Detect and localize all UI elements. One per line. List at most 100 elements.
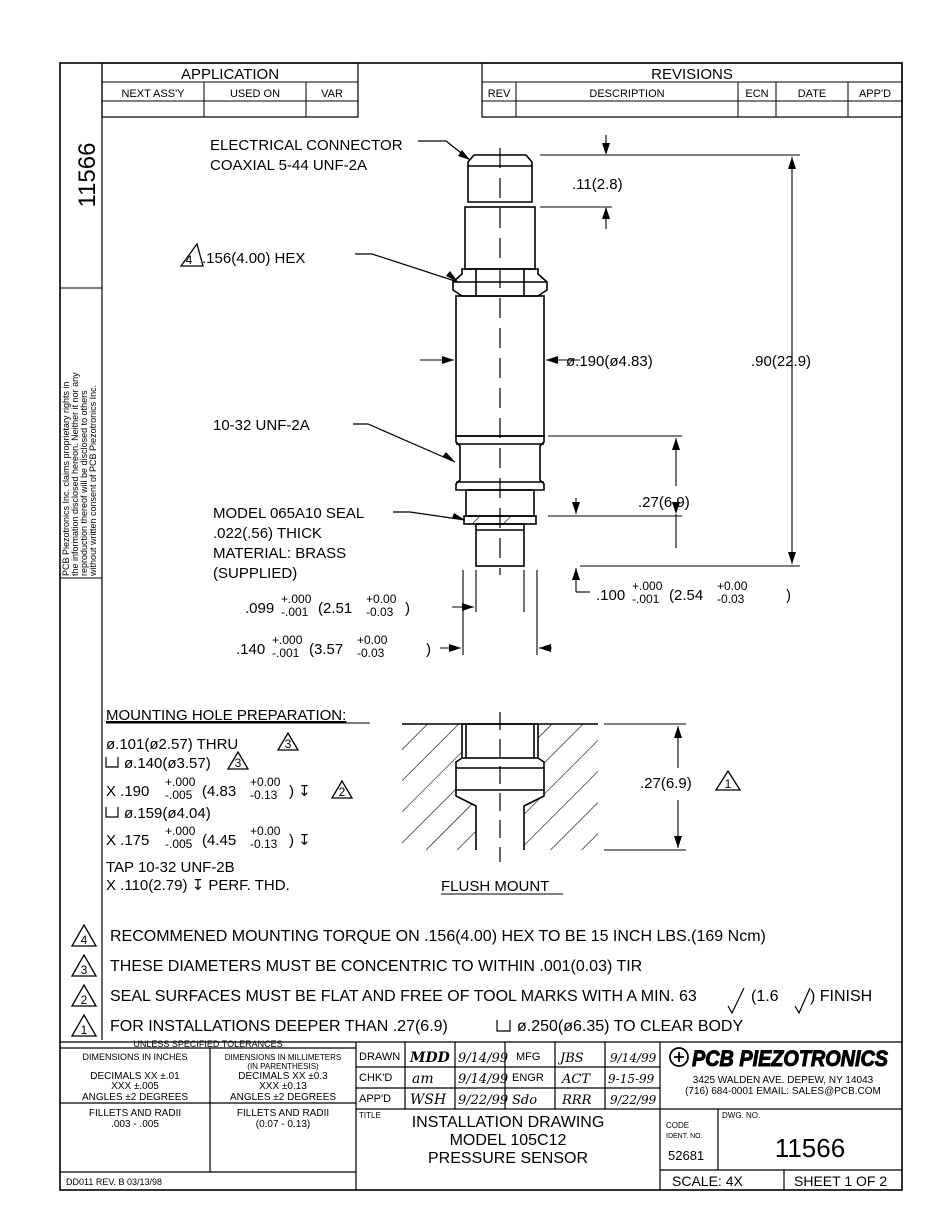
rev-col-appd: APP'D [859, 88, 891, 100]
svg-text:(4.83: (4.83 [202, 783, 236, 800]
revisions-table: REVISIONS REV DESCRIPTION ECN DATE APP'D [481, 62, 903, 118]
svg-text:+.000: +.000 [165, 775, 196, 789]
svg-text:(1.6: (1.6 [751, 988, 779, 1005]
svg-text:(4.45: (4.45 [202, 832, 236, 849]
svg-text:3: 3 [81, 963, 88, 977]
svg-text:THESE DIAMETERS MUST BE CO: THESE DIAMETERS MUST BE CONCENTRIC TO WI… [110, 958, 642, 975]
svg-text:4: 4 [186, 253, 193, 267]
mounting-line-5: X .175 +.000 -.005 (4.45 +0.00 -0.13 ) ↧ [106, 824, 311, 851]
note-3: 3 THESE DIAMETERS MUST BE CONCENTRIC TO … [70, 953, 642, 977]
dim-diameter: ø.190(ø4.83) [566, 353, 653, 370]
seal-label-2: .022(.56) THICK [213, 525, 322, 542]
dim-099: .099 +.000 -.001 (2.51 +0.00 -0.03 ) [245, 592, 410, 619]
rev-col-desc: DESCRIPTION [589, 88, 664, 100]
mounting-line-7: X .110(2.79) ↧ PERF. THD. [106, 877, 290, 894]
company-address-1: 3425 WALDEN AVE. DEPEW, NY 14043 [693, 1075, 874, 1086]
tol-heading: UNLESS SPECIFIED TOLERANCES [133, 1039, 282, 1049]
seal-label-1: MODEL 065A10 SEAL [213, 505, 364, 522]
svg-text:-0.13: -0.13 [250, 837, 278, 851]
tol-mm-dec-2: XXX ±0.13 [259, 1081, 307, 1092]
svg-text:) FINISH: ) FINISH [810, 988, 872, 1005]
engr-date: 9-15-99 [608, 1072, 655, 1086]
svg-text:+.000: +.000 [281, 592, 312, 606]
dim-140: .140 +.000 -.001 (3.57 +0.00 -0.03 ) [236, 633, 431, 660]
arrowheads [442, 150, 470, 520]
svg-text:X .175: X .175 [106, 832, 149, 849]
app-col-var: VAR [321, 88, 343, 100]
appd-label: APP'D [359, 1093, 391, 1105]
svg-text:1: 1 [725, 777, 732, 791]
note-4: 4 RECOMMENED MOUNTING TORQUE ON .156(4.0… [70, 923, 766, 947]
title-block-grid [60, 1041, 902, 1190]
proprietary-notice: PCB Piezotronics Inc. claims proprietary… [61, 372, 98, 577]
svg-text:1: 1 [81, 1023, 88, 1037]
svg-text:3: 3 [235, 756, 242, 770]
mfg-date: 9/14/99 [610, 1051, 657, 1065]
svg-text:+0.00: +0.00 [250, 775, 281, 789]
svg-text:+0.00: +0.00 [250, 824, 281, 838]
dim-100: .100 +.000 -.001 (2.54 +0.00 -0.03 ) [596, 579, 791, 606]
hex-note-flag: 4 [179, 242, 204, 267]
rev-col-date: DATE [798, 88, 827, 100]
company-address-2: (716) 684-0001 EMAIL: SALES@PCB.COM [685, 1086, 881, 1097]
connector-label-1: ELECTRICAL CONNECTOR [210, 137, 403, 154]
svg-text:-0.03: -0.03 [717, 592, 745, 606]
svg-text:-.005: -.005 [165, 788, 193, 802]
flag-1a: 1 [714, 769, 742, 791]
tol-mm-fillet-1: FILLETS AND RADII [237, 1108, 329, 1119]
drawn-by: MDD [409, 1050, 451, 1066]
svg-text:-0.03: -0.03 [357, 646, 385, 660]
appd-by-3: RRR [561, 1093, 592, 1108]
flag-3b: 3 [226, 750, 250, 770]
dim-connector: .11(2.8) [572, 176, 623, 193]
connector-label-2: COAXIAL 5-44 UNF-2A [210, 157, 367, 174]
dimension-arrows [442, 143, 796, 652]
svg-text:-.001: -.001 [632, 592, 660, 606]
svg-text:-.005: -.005 [165, 837, 193, 851]
svg-text:ø.250(ø6.35) TO CLEAR BODY: ø.250(ø6.35) TO CLEAR BODY [517, 1018, 743, 1035]
scale: SCALE: 4X [672, 1173, 743, 1189]
dwg-no: 11566 [775, 1133, 845, 1163]
title-line-2: MODEL 105C12 [450, 1132, 567, 1149]
flush-dim: .27(6.9) [640, 775, 692, 792]
mfg-by: JBS [557, 1051, 584, 1066]
company-name: PCB PIEZOTRONICS [692, 1046, 888, 1071]
svg-text:-0.03: -0.03 [366, 605, 394, 619]
svg-text:+0.00: +0.00 [717, 579, 748, 593]
engr-label: ENGR [512, 1072, 544, 1084]
svg-text:+.000: +.000 [632, 579, 663, 593]
application-title: APPLICATION [181, 66, 279, 83]
mounting-line-3: X .190 +.000 -.005 (4.83 +0.00 -0.13 ) ↧ [106, 775, 311, 802]
svg-text:3: 3 [285, 737, 292, 751]
flush-mount-section [402, 712, 686, 862]
code-label-2: IDENT. NO. [666, 1133, 703, 1140]
tol-mm-ang: ANGLES ±2 DEGREES [230, 1092, 336, 1103]
svg-text:(2.54: (2.54 [669, 587, 703, 604]
hex-label: .156(4.00) HEX [202, 250, 305, 267]
side-dwg-number: 11566 [74, 143, 101, 208]
svg-text:+0.00: +0.00 [366, 592, 397, 606]
svg-text:-0.13: -0.13 [250, 788, 278, 802]
form-number: DD011 REV. B 03/13/98 [66, 1177, 162, 1187]
svg-text:) ↧: ) ↧ [289, 783, 311, 800]
dim-thread-length: .27(6.9) [638, 494, 690, 511]
leaders [353, 140, 471, 521]
code-ident: 52681 [668, 1148, 704, 1163]
note-2: 2 SEAL SURFACES MUST BE FLAT AND FREE OF… [70, 983, 872, 1015]
svg-text:.100: .100 [596, 587, 625, 604]
mounting-title: MOUNTING HOLE PREPARATION: [106, 707, 346, 724]
seal-label-4: (SUPPLIED) [213, 565, 297, 582]
svg-text:PCB Piezotronics Inc. claims p: PCB Piezotronics Inc. claims proprietary… [61, 381, 71, 576]
seal-label-3: MATERIAL: BRASS [213, 545, 346, 562]
note-1: 1 FOR INSTALLATIONS DEEPER THAN .27(6.9)… [70, 1013, 743, 1037]
svg-text:) ↧: ) ↧ [289, 832, 311, 849]
svg-text:.099: .099 [245, 600, 274, 617]
tol-inch-ang: ANGLES ±2 DEGREES [82, 1092, 188, 1103]
svg-text:SEAL SURFACES MUST BE FLAT: SEAL SURFACES MUST BE FLAT AND FREE OF T… [110, 988, 697, 1005]
svg-text:-.001: -.001 [272, 646, 300, 660]
tol-mm-head-1: DIMENSIONS IN MILLIMETERS [225, 1053, 341, 1062]
dwg-no-label: DWG. NO. [722, 1111, 760, 1120]
svg-text:): ) [786, 587, 791, 604]
tol-mm-head-2: (IN PARENTHESIS) [247, 1062, 319, 1071]
